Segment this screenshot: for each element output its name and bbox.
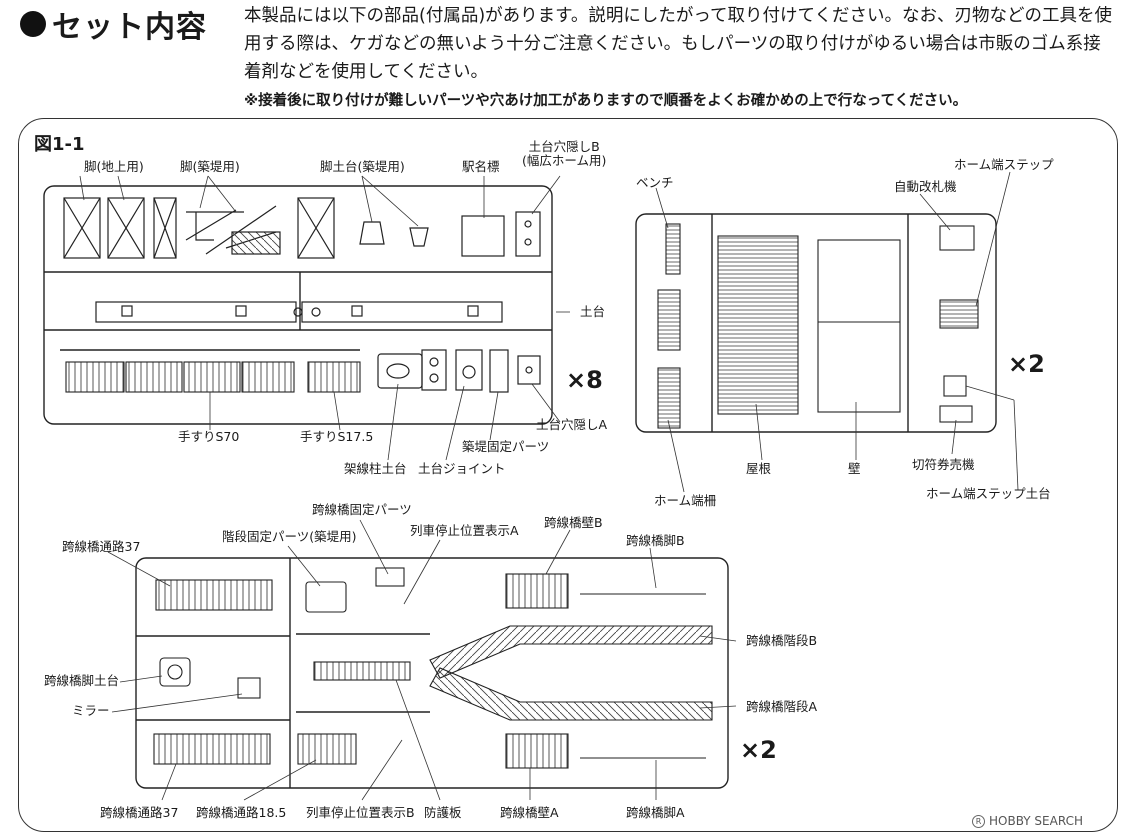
label-path185: 跨線橋通路18.5 (196, 805, 287, 820)
watermark-text: HOBBY SEARCH (989, 814, 1083, 828)
multiplier-sprue1: ×8 (566, 366, 603, 394)
section-title: セット内容 (52, 10, 207, 45)
label-leg-a: 跨線橋脚A (626, 805, 685, 820)
registered-icon: R (972, 814, 985, 828)
sprue1-bases (95, 211, 541, 323)
watermark: R HOBBY SEARCH (972, 814, 1083, 828)
bullet-icon (20, 11, 46, 37)
label-wall-a: 跨線橋壁A (500, 805, 559, 820)
label-path37-bottom: 跨線橋通路37 (100, 805, 179, 820)
label-step-base: ホーム端ステップ土台 (926, 486, 1051, 501)
sprue2-leaders (655, 171, 1019, 493)
label-leg-base-embank: 脚土台(築堤用) (320, 159, 405, 174)
label-base-cover-a: 土台穴隠しA (536, 417, 608, 432)
label-ticket: 切符券売機 (912, 457, 975, 472)
sprue1-leaders (79, 175, 570, 461)
sprue3-parts (153, 567, 713, 769)
label-leg-b: 跨線橋脚B (626, 533, 685, 548)
figure-title: 図1-1 (34, 134, 85, 155)
figure-panel (18, 118, 1118, 832)
label-base-cover-b: 土台穴隠しB (幅広ホーム用) (522, 139, 607, 168)
sprue-frame-3 (135, 557, 729, 789)
label-wall: 壁 (848, 461, 861, 476)
label-base: 土台 (580, 304, 606, 319)
label-leg-ground: 脚(地上用) (84, 159, 144, 174)
label-leg-base: 跨線橋脚土台 (44, 673, 120, 688)
label-leg-embank: 脚(築堤用) (180, 159, 240, 174)
sprue-frame-1 (43, 185, 553, 425)
label-pole-base: 架線柱土台 (344, 461, 407, 476)
intro-paragraph: 本製品には以下の部品(付属品)があります。説明にしたがって取り付けてください。な… (244, 6, 1113, 82)
label-bench: ベンチ (636, 175, 674, 190)
sprue-frame-2 (635, 213, 997, 433)
sprue1-small-parts (377, 349, 541, 393)
sprue3-leaders (107, 519, 737, 801)
label-mirror: ミラー (72, 703, 110, 718)
label-base-joint: 土台ジョイント (418, 461, 506, 476)
label-gate: 自動改札機 (894, 179, 957, 194)
label-end-step: ホーム端ステップ (954, 157, 1054, 172)
label-stop-a: 列車停止位置表示A (410, 523, 519, 538)
label-roof: 屋根 (746, 461, 772, 476)
label-stair-b: 跨線橋階段B (746, 633, 818, 648)
multiplier-sprue3: ×2 (740, 736, 777, 764)
caution-note: ※接着後に取り付けが難しいパーツや穴あけ加工がありますので順番をよくお確かめの上… (244, 93, 968, 109)
sprue2-parts (657, 223, 979, 429)
label-bridge-fix: 跨線橋固定パーツ (312, 502, 412, 517)
label-guard: 防護板 (424, 805, 462, 820)
label-embank-fix: 築堤固定パーツ (462, 439, 550, 454)
label-wall-b: 跨線橋壁B (544, 515, 603, 530)
section-heading: セット内容 (20, 2, 207, 46)
sprue1-handrails (65, 361, 361, 393)
label-station-sign: 駅名標 (462, 159, 500, 174)
label-stair-a: 跨線橋階段A (746, 699, 818, 714)
label-rail-s175: 手すりS17.5 (300, 429, 374, 444)
sprue1-legs (63, 197, 335, 259)
multiplier-sprue2: ×2 (1008, 350, 1045, 378)
label-end-fence: ホーム端柵 (654, 493, 717, 508)
label-path37-top: 跨線橋通路37 (62, 539, 141, 554)
label-stair-fix: 階段固定パーツ(築堤用) (222, 529, 357, 544)
label-stop-b: 列車停止位置表示B (306, 805, 415, 820)
label-rail-s70: 手すりS70 (178, 429, 240, 444)
